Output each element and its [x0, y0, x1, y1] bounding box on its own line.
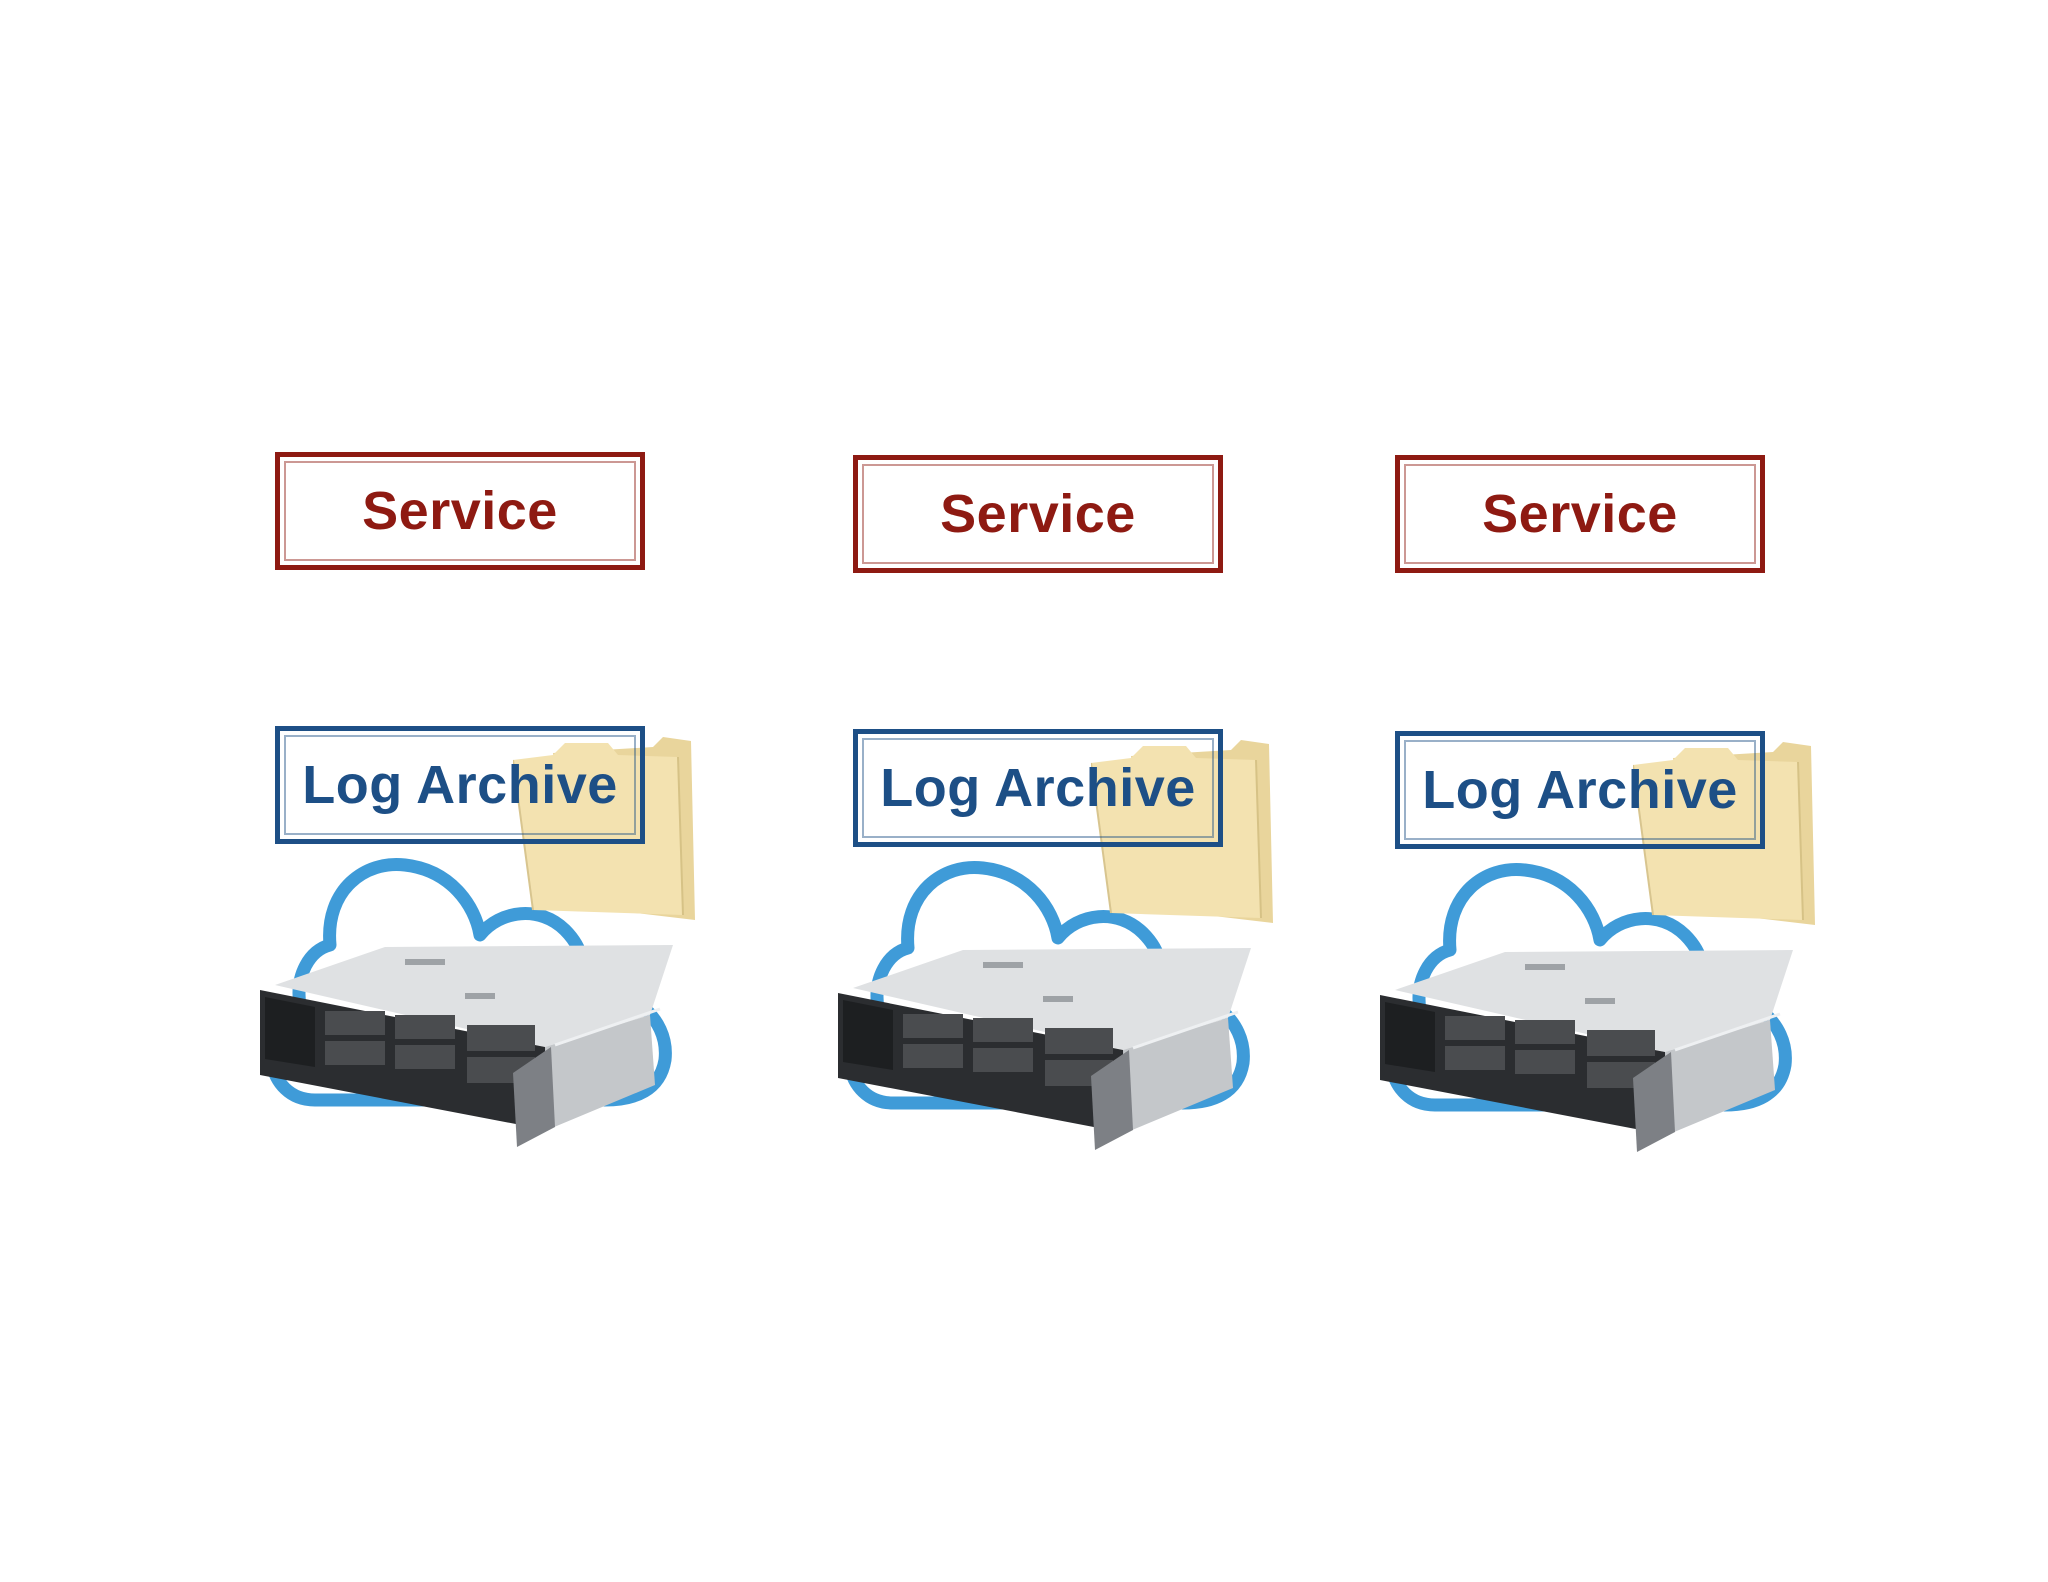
service-stamp: Service: [853, 455, 1223, 573]
service-node: Service Log Archive: [833, 0, 1293, 1582]
log-archive-label: Log Archive: [880, 758, 1196, 818]
log-archive-stamp: Log Archive: [853, 729, 1223, 847]
service-stamp: Service: [1395, 455, 1765, 573]
log-archive-stamp: Log Archive: [275, 726, 645, 844]
log-archive-group: Log Archive: [833, 723, 1293, 1163]
service-node: Service Log Archive: [1375, 0, 1835, 1582]
rack-server-icon: [1375, 940, 1795, 1155]
service-label: Service: [1482, 484, 1678, 544]
log-archive-group: Log Archive: [1375, 725, 1835, 1165]
log-archive-label: Log Archive: [302, 755, 618, 815]
service-node: Service Log Archive: [255, 0, 715, 1582]
service-stamp: Service: [275, 452, 645, 570]
service-label: Service: [362, 481, 558, 541]
service-label: Service: [940, 484, 1136, 544]
log-archive-stamp: Log Archive: [1395, 731, 1765, 849]
rack-server-icon: [833, 938, 1253, 1153]
log-archive-group: Log Archive: [255, 720, 715, 1160]
log-archive-label: Log Archive: [1422, 760, 1738, 820]
rack-server-icon: [255, 935, 675, 1150]
